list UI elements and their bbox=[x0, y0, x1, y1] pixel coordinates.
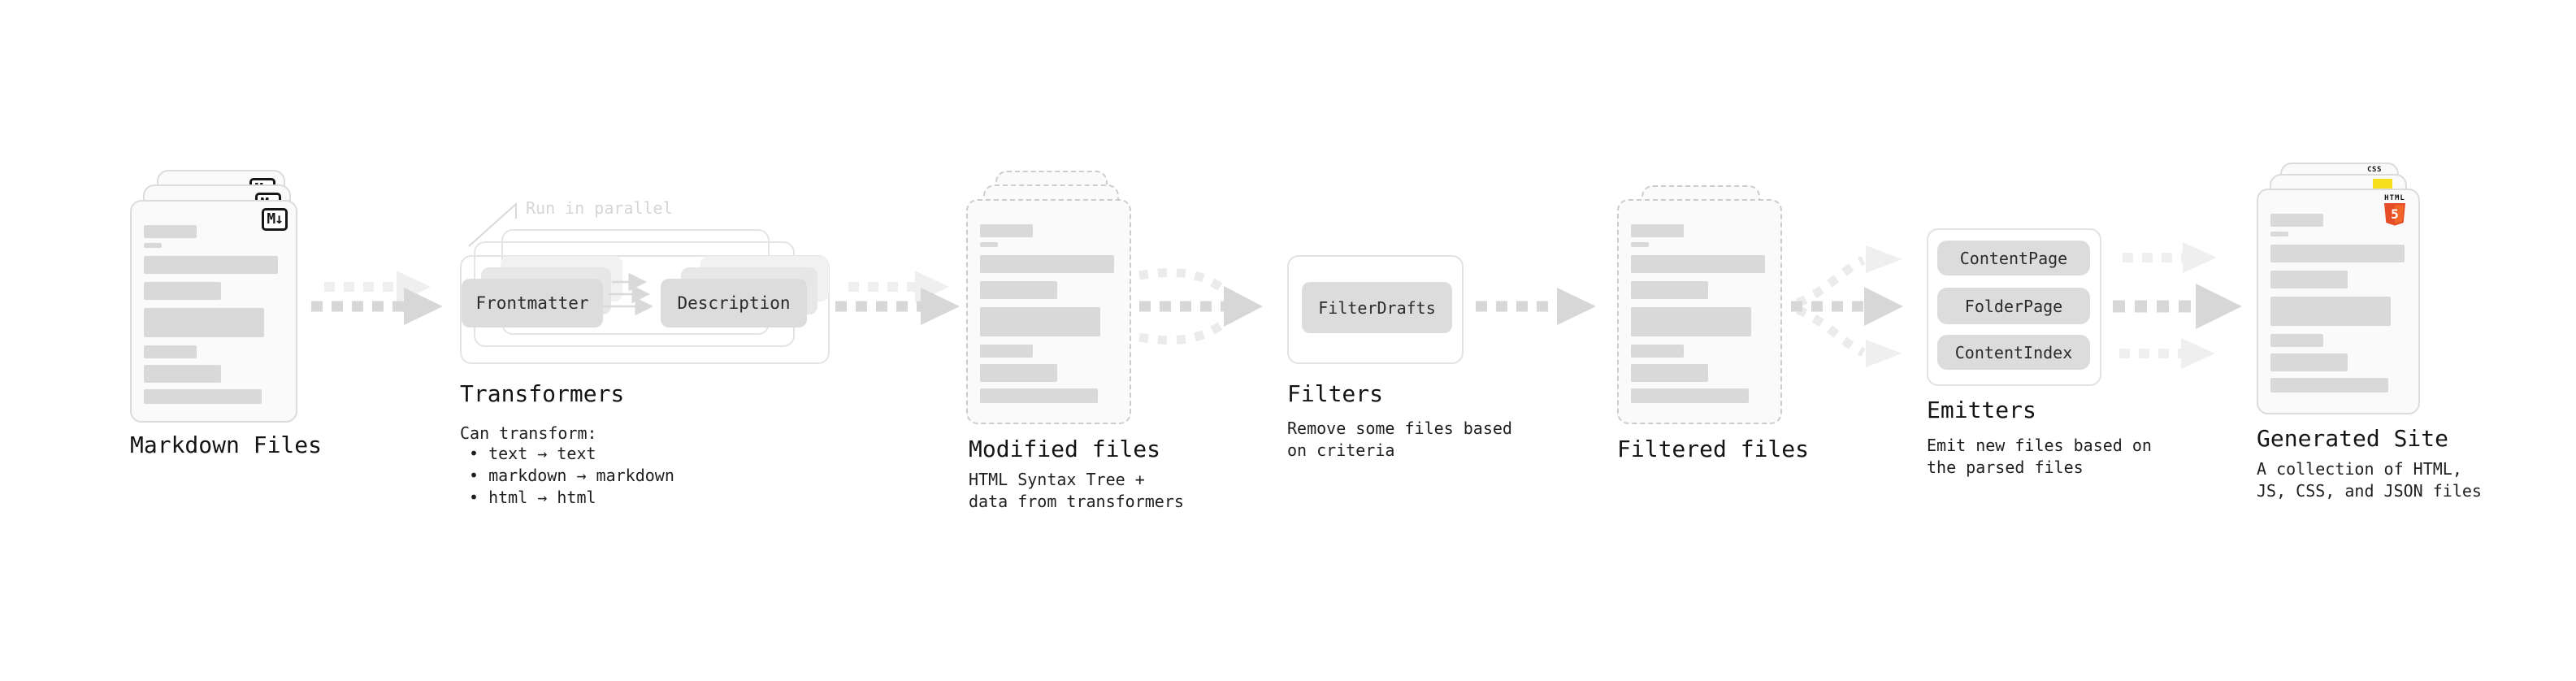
content-bar bbox=[144, 282, 221, 300]
content-bar bbox=[980, 224, 1033, 237]
content-bar bbox=[1631, 224, 1684, 237]
content-bar bbox=[1631, 345, 1684, 358]
content-bar bbox=[144, 389, 262, 404]
emitters-label: Emitters bbox=[1927, 397, 2036, 423]
svg-text:5: 5 bbox=[2391, 206, 2399, 222]
content-bar bbox=[2270, 232, 2288, 236]
content-bar bbox=[980, 242, 998, 247]
generated-site-label: Generated Site bbox=[2257, 425, 2449, 452]
arrow-transformers-to-modified bbox=[835, 271, 960, 325]
content-bar bbox=[144, 308, 264, 337]
js-badge bbox=[2373, 179, 2392, 189]
file-content-placeholder bbox=[2270, 214, 2405, 393]
html5-badge-label: HTML bbox=[2384, 194, 2405, 202]
markdown-icon: M↓ bbox=[262, 208, 288, 231]
transformers-label: Transformers bbox=[460, 380, 625, 407]
description-line: Emit new files based on bbox=[1927, 436, 2152, 455]
content-bar bbox=[144, 225, 197, 238]
markdown-file-card-front: M↓ bbox=[130, 200, 297, 423]
filterdrafts-pill: FilterDrafts bbox=[1302, 282, 1452, 333]
content-bar bbox=[980, 388, 1098, 403]
modified-files-label: Modified files bbox=[969, 436, 1161, 462]
emitters-description: Emit new files based on the parsed files bbox=[1927, 435, 2152, 479]
css-badge-label: CSS bbox=[2367, 166, 2382, 174]
description-line: HTML Syntax Tree + bbox=[969, 470, 1145, 489]
modified-files-description: HTML Syntax Tree + data from transformer… bbox=[969, 469, 1184, 513]
generated-site-description: A collection of HTML, JS, CSS, and JSON … bbox=[2257, 458, 2482, 502]
content-bar bbox=[2270, 271, 2348, 288]
modified-file-card-front bbox=[966, 199, 1131, 424]
content-bar bbox=[2270, 334, 2323, 347]
html5-icon: HTML 5 bbox=[2383, 194, 2407, 232]
content-bar bbox=[980, 281, 1057, 299]
description-line: A collection of HTML, bbox=[2257, 459, 2462, 479]
content-bar bbox=[1631, 307, 1751, 336]
content-bar bbox=[1631, 364, 1708, 382]
description-line: on criteria bbox=[1287, 440, 1395, 460]
arrow-filters-to-filtered bbox=[1476, 288, 1596, 325]
folderpage-pill: FolderPage bbox=[1937, 288, 2090, 324]
content-bar bbox=[1631, 388, 1749, 403]
content-bar bbox=[1631, 281, 1708, 299]
content-bar bbox=[2270, 297, 2391, 326]
generated-file-card-front: HTML 5 bbox=[2257, 189, 2420, 414]
file-content-placeholder bbox=[1631, 224, 1765, 403]
content-bar bbox=[144, 243, 162, 248]
transformers-bullet: • text → text bbox=[469, 444, 596, 463]
content-bar bbox=[1631, 242, 1649, 247]
transformers-bullet: • html → html bbox=[469, 488, 596, 507]
arrow-emitters-to-generated bbox=[2113, 242, 2242, 369]
filters-label: Filters bbox=[1287, 380, 1384, 407]
arrow-markdown-to-transformers bbox=[311, 271, 443, 325]
html5-shield: 5 bbox=[2384, 203, 2405, 226]
filtered-file-card-front bbox=[1617, 199, 1782, 424]
markdown-files-label: Markdown Files bbox=[130, 432, 323, 458]
description-line: the parsed files bbox=[1927, 458, 2084, 477]
transformers-container-front bbox=[460, 255, 830, 364]
contentpage-pill: ContentPage bbox=[1937, 241, 2090, 275]
transformers-desc-list: • text → text • markdown → markdown • ht… bbox=[469, 443, 674, 509]
content-bar bbox=[144, 256, 278, 274]
file-content-placeholder bbox=[980, 224, 1114, 403]
frontmatter-pill: Frontmatter bbox=[462, 279, 603, 327]
description-line: JS, CSS, and JSON files bbox=[2257, 481, 2482, 501]
content-bar bbox=[144, 365, 221, 383]
content-bar bbox=[2270, 354, 2348, 371]
arrow-modified-to-filters bbox=[1138, 267, 1263, 345]
transformers-bullet: • markdown → markdown bbox=[469, 466, 674, 485]
description-line: data from transformers bbox=[969, 492, 1184, 511]
filters-description: Remove some files based on criteria bbox=[1287, 418, 1512, 462]
file-content-placeholder bbox=[144, 225, 278, 404]
run-in-parallel-callout: Run in parallel bbox=[526, 198, 673, 218]
content-bar bbox=[1631, 255, 1765, 273]
content-bar bbox=[980, 345, 1033, 358]
content-bar bbox=[980, 255, 1114, 273]
content-bar bbox=[2270, 245, 2405, 262]
description-pill: Description bbox=[661, 279, 807, 327]
contentindex-pill: ContentIndex bbox=[1937, 335, 2090, 370]
content-bar bbox=[980, 364, 1057, 382]
content-bar bbox=[2270, 214, 2323, 227]
filtered-files-label: Filtered files bbox=[1617, 436, 1810, 462]
content-bar bbox=[980, 307, 1100, 336]
content-bar bbox=[2270, 378, 2388, 393]
arrow-filtered-to-emitters bbox=[1791, 245, 1903, 367]
content-bar bbox=[144, 345, 197, 358]
transformers-desc-title: Can transform: bbox=[460, 423, 597, 443]
description-line: Remove some files based bbox=[1287, 419, 1512, 438]
